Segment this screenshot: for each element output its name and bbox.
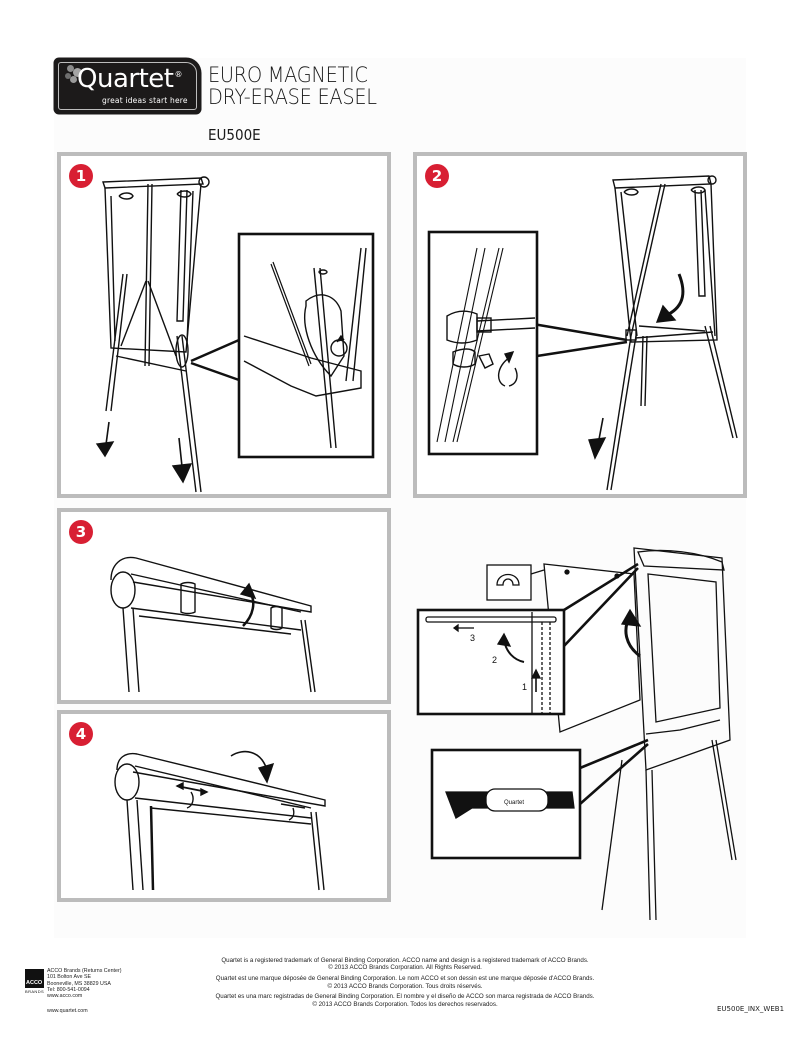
acco-logo-sub: BRANDS xyxy=(25,989,45,994)
step-panel-4: 4 xyxy=(57,710,391,902)
easel-lock-illustration xyxy=(427,175,738,491)
top-bar-rotate-illustration xyxy=(110,556,316,693)
step-badge-1: 1 xyxy=(69,164,93,188)
step-panel-3: 3 xyxy=(57,508,391,704)
step-badge-2: 2 xyxy=(425,164,449,188)
svg-text:2: 2 xyxy=(492,655,497,665)
logo-wordmark: Quartet® xyxy=(77,64,182,94)
legal-fr-1: Quartet est une marque déposée de Genera… xyxy=(215,975,595,983)
quartet-website-link[interactable]: www.quartet.com xyxy=(47,1008,88,1014)
svg-text:Quartet: Quartet xyxy=(504,800,524,806)
document-title: EURO MAGNETIC DRY-ERASE EASEL xyxy=(208,64,391,108)
step-badge-3: 3 xyxy=(69,520,93,544)
quartet-logo: Quartet® great ideas start here xyxy=(55,59,200,113)
board-and-marker-illustration: 3 2 1 Quartet xyxy=(416,547,737,920)
logo-tagline: great ideas start here xyxy=(102,96,188,105)
legal-notice: Quartet is a registered trademark of Gen… xyxy=(215,957,595,1012)
legal-es-2: © 2013 ACCO Brands Corporation. Todos lo… xyxy=(312,1000,498,1008)
svg-text:1: 1 xyxy=(522,682,527,692)
pad-clamp-illustration xyxy=(114,750,326,891)
model-number: EU500E xyxy=(208,126,261,144)
acco-website-link[interactable]: www.acco.com xyxy=(47,993,83,1000)
title-line-1: EURO MAGNETIC xyxy=(208,63,368,87)
title-line-2: DRY-ERASE EASEL xyxy=(208,85,377,109)
step-panel-1: 1 xyxy=(57,152,391,498)
acco-logo-icon: ACCO xyxy=(25,969,44,988)
legal-en-1: Quartet is a registered trademark of Gen… xyxy=(221,957,589,964)
easel-unfold-illustration xyxy=(95,176,375,493)
logo-dots-icon xyxy=(65,65,83,83)
svg-text:3: 3 xyxy=(470,633,475,643)
step-panel-2: 2 xyxy=(413,152,747,498)
legal-en-2: © 2013 ACCO Brands Corporation. All Righ… xyxy=(328,964,482,972)
legal-fr-2: © 2013 ACCO Brands Corporation. Tous dro… xyxy=(327,982,483,990)
step-badge-4: 4 xyxy=(69,722,93,746)
legal-es-1: Quartet es una marc registradas de Gener… xyxy=(215,993,595,1001)
document-code: EU500E_INX_WEB1 xyxy=(717,1005,785,1013)
acco-address: ACCO Brands (Returns Center) 101 Bolton … xyxy=(47,968,122,1000)
